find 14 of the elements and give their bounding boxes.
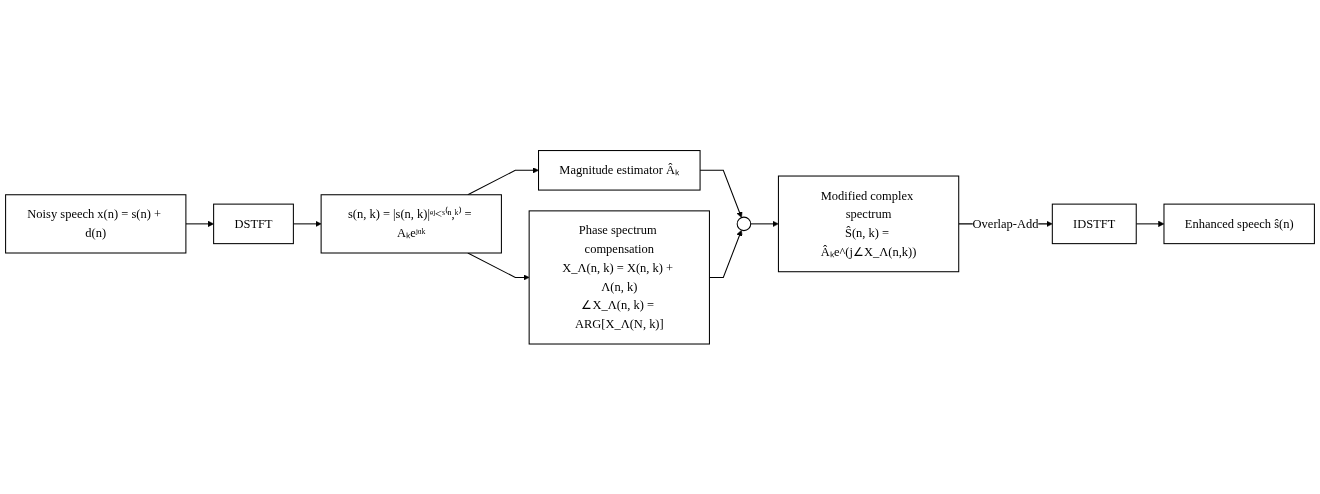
arrow bbox=[750, 220, 779, 227]
arrow bbox=[467, 167, 539, 195]
node-box: Noisy speech x(n) = s(n) + d(n) bbox=[5, 193, 187, 254]
arrow bbox=[185, 220, 214, 227]
node-box: DSTFT bbox=[213, 203, 294, 244]
node-box: Phase spectrum compensation X_Λ(n, k) = X(n, k) + Λ(n, k) ∠X_Λ(n, k) = ARG[X_Λ(N, k)] bbox=[528, 210, 710, 345]
node-box: Magnitude estimator Âₖ bbox=[538, 149, 701, 191]
node-circle bbox=[736, 216, 752, 231]
arrow bbox=[467, 252, 530, 281]
node-box: IDSTFT bbox=[1051, 203, 1137, 244]
node-box: s(n, k) = |s(n, k)|ᵉʲ˂ˢ⁽ⁿ,ᵏ⁾ = Aₖeʲᵅᵏ bbox=[320, 193, 502, 254]
edge-label: Overlap-Add bbox=[972, 216, 1039, 231]
node-box: Modified complex spectrum Ŝ(n, k) = Âₖe^(j∠X_Λ(n,k)) bbox=[777, 175, 960, 272]
node-box: Enhanced speech ŝ(n) bbox=[1163, 203, 1315, 244]
